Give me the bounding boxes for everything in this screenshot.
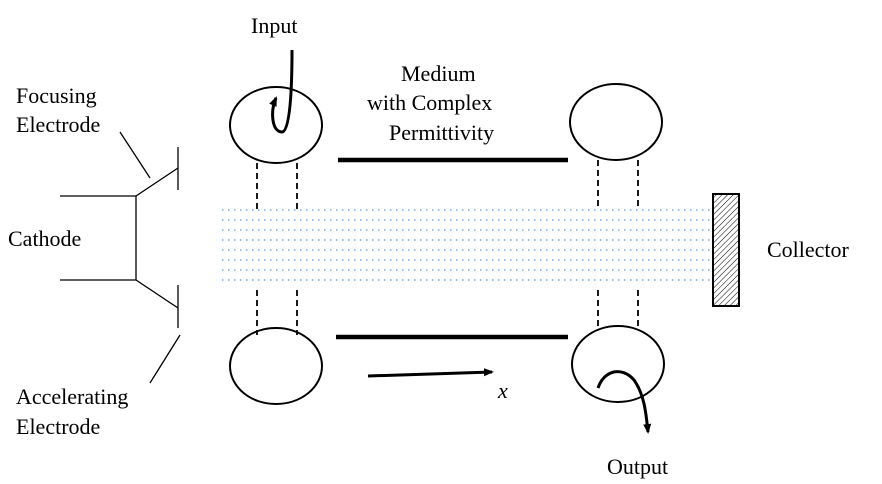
accelerating-leader-line [149, 334, 181, 384]
input-cavity [229, 86, 323, 405]
cathode-label: Cathode [8, 226, 81, 251]
accelerating-label-line1: Accelerating [16, 384, 128, 409]
output-label: Output [607, 454, 668, 479]
focusing-label-line1: Focusing [16, 83, 97, 108]
accelerating-label-line2: Electrode [16, 414, 100, 439]
x-axis-label: x [497, 378, 508, 403]
collector-label: Collector [767, 237, 850, 262]
x-direction-arrow [367, 368, 494, 378]
output-cavity-top [569, 83, 663, 161]
input-cavity-top [229, 86, 323, 164]
output-arrow [596, 370, 652, 434]
cathode [60, 195, 137, 281]
input-label: Input [251, 13, 297, 38]
focusing-leader-line [119, 131, 151, 179]
input-arrow [269, 49, 294, 134]
electron-beam [222, 209, 712, 281]
output-cavity [569, 83, 665, 403]
collector [712, 193, 740, 307]
input-cavity-bottom [229, 327, 323, 405]
medium-label-line2: with Complex [367, 90, 492, 115]
output-cavity-bottom [571, 325, 665, 403]
medium-label-line1: Medium [401, 61, 476, 86]
focusing-electrode [119, 131, 179, 197]
focusing-label-line2: Electrode [16, 112, 100, 137]
accelerating-electrode [135, 279, 181, 384]
medium-label-line3: Permittivity [389, 120, 494, 145]
